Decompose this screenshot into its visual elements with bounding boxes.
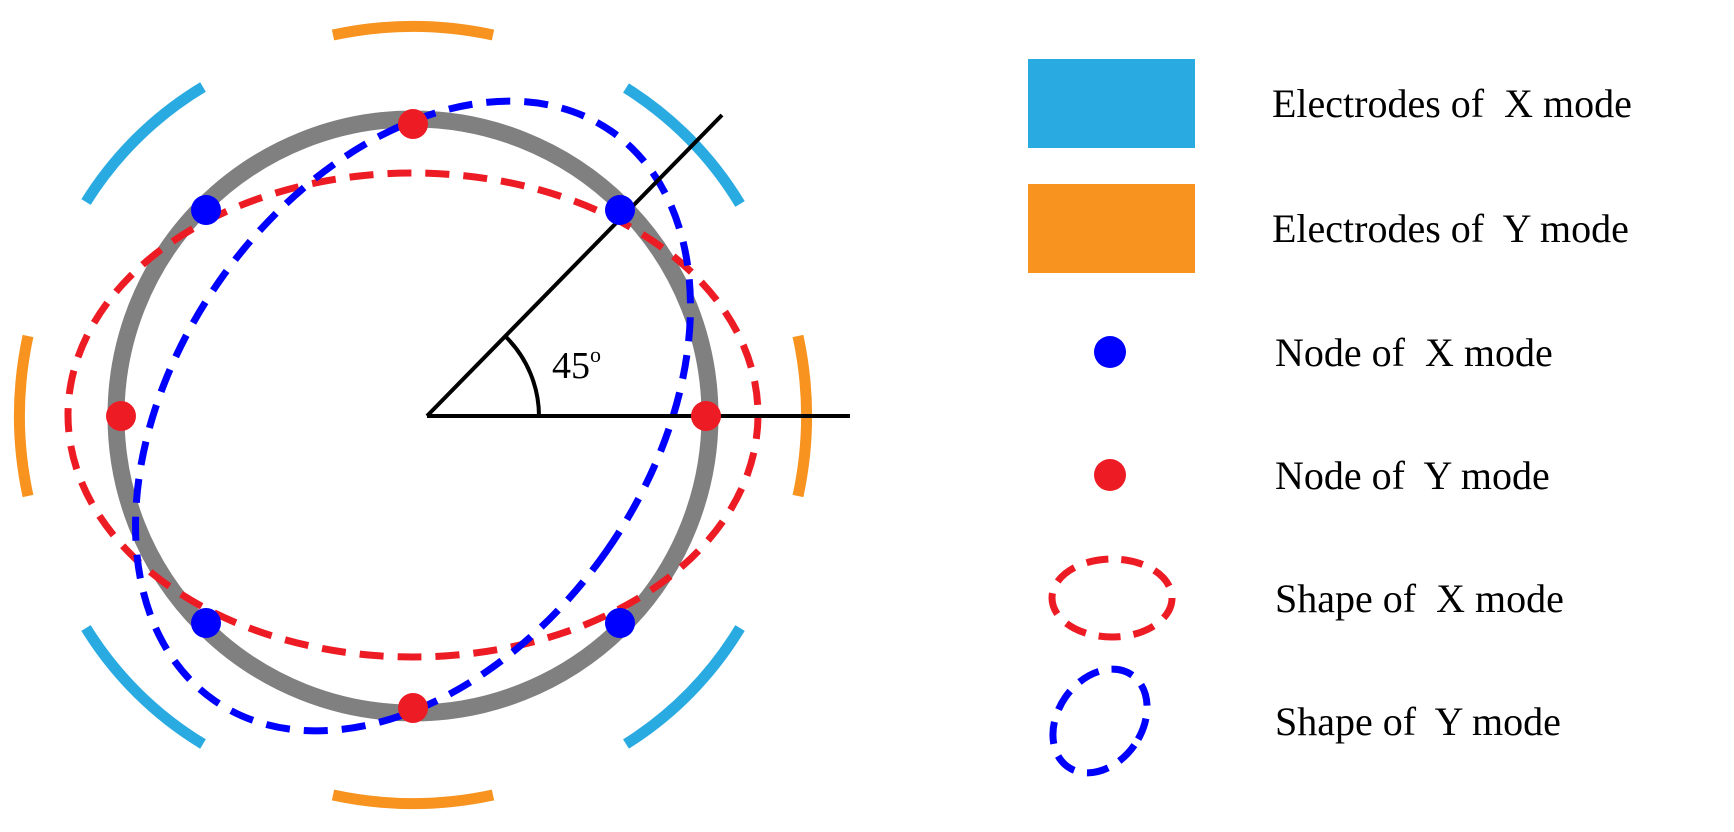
angle-arc [504,335,541,417]
y-mode-nodes [106,109,721,723]
x-electrode-bottom-right [623,625,745,749]
blue-dashed-ellipse-icon [1049,665,1151,777]
y-electrode-bottom [331,789,495,810]
x-node [605,195,635,225]
y-node [398,693,428,723]
x-electrode-top-left [81,82,206,205]
y-electrode-top [331,20,495,41]
x-mode-nodes [191,195,635,638]
legend-label-node-y: Node of Y mode [1275,453,1550,498]
y-node [398,109,428,139]
y-mode-shape [132,97,694,735]
x-node [191,608,221,638]
x-electrode-top-right [623,83,745,207]
legend-label-shape-y: Shape of Y mode [1275,699,1561,744]
red-dot-icon [1094,459,1126,491]
x-electrode-bottom-left [81,625,206,749]
red-dashed-ellipse-icon [1048,555,1176,641]
legend-label-shape-x: Shape of X mode [1275,576,1564,621]
y-node [691,401,721,431]
legend-label-electrodes-y: Electrodes of Y mode [1272,206,1629,251]
x-node [191,195,221,225]
orange-rectangle-icon [1028,184,1195,273]
legend-label-electrodes-x: Electrodes of X mode [1272,81,1632,126]
x-node [605,608,635,638]
legend: Electrodes of X mode Electrodes of Y mod… [1028,59,1632,777]
y-node [106,401,136,431]
degree-mark: o [590,342,601,367]
diagonal-axis-line [425,113,724,418]
y-mode-electrodes [13,20,813,810]
blue-rectangle-icon [1028,59,1195,148]
angle-label: 45o [552,342,601,387]
blue-dot-icon [1094,336,1126,368]
legend-label-node-x: Node of X mode [1275,330,1553,375]
angle-construction [425,113,850,418]
y-electrode-left [13,334,34,498]
x-mode-electrodes [81,82,745,749]
